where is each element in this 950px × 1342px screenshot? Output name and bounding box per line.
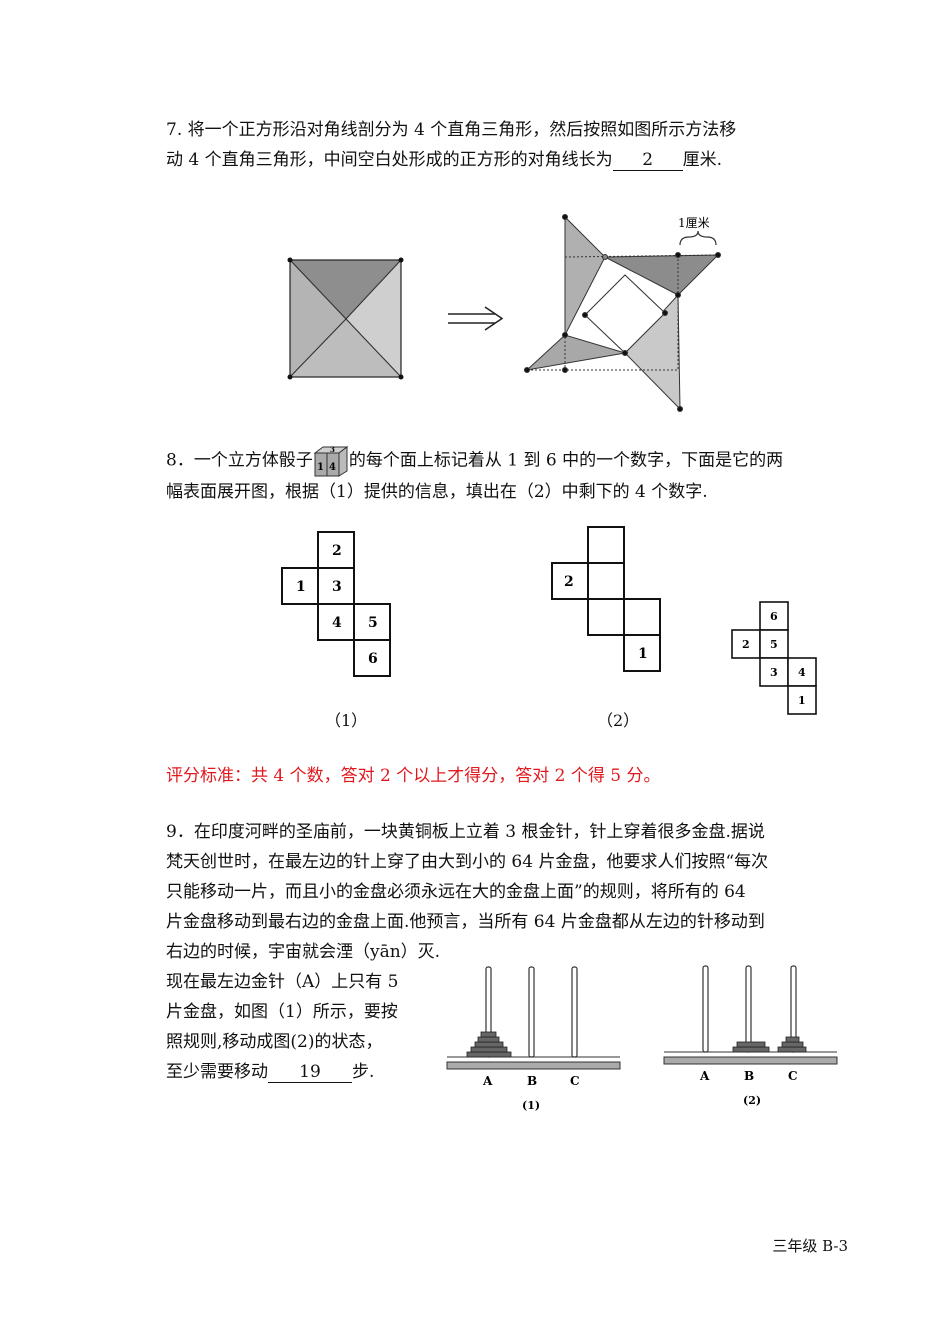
die-icon: 1 4 3 bbox=[313, 445, 349, 477]
svg-text:1: 1 bbox=[317, 462, 324, 473]
q9-last-pre: 至少需要移动 bbox=[166, 1062, 268, 1082]
svg-text:A: A bbox=[699, 1069, 710, 1083]
q7-pinwheel bbox=[524, 214, 721, 412]
net2-cell: 1 bbox=[638, 646, 648, 662]
q9-line: 只能移动一片，而且小的金盘必须永远在大的金盘上面”的规则，将所有的 64 bbox=[166, 882, 746, 902]
q7-brace bbox=[679, 230, 717, 246]
answer-cell: 3 bbox=[770, 666, 778, 679]
svg-text:A: A bbox=[482, 1074, 493, 1088]
svg-text:4: 4 bbox=[329, 462, 336, 473]
net1-cell: 4 bbox=[332, 615, 342, 631]
svg-text:C: C bbox=[788, 1069, 798, 1083]
q7-answer-blank: 2 bbox=[612, 150, 683, 171]
q9-line: 右边的时候，宇宙就会湮（yān）灭. bbox=[166, 942, 441, 962]
net1-cell: 3 bbox=[332, 579, 342, 595]
q7-line2-post: 厘米. bbox=[682, 150, 723, 170]
q7-figure: 1厘米 bbox=[287, 214, 721, 412]
q7-label-1cm: 1厘米 bbox=[678, 216, 710, 230]
hanoi-fig1: A B C (1) bbox=[446, 966, 621, 1112]
q9-line: 9．在印度河畔的圣庙前，一块黄铜板上立着 3 根金针，针上穿着很多金盘.据说 bbox=[166, 822, 765, 842]
page-footer: 三年级 B-3 bbox=[772, 1237, 848, 1255]
caption-1: （1） bbox=[325, 711, 368, 730]
q8-line1: 8．一个立方体骰子 1 4 3 的每个面上标记着从 1 到 6 中的一个数字，下… bbox=[166, 445, 783, 477]
q8-line2: 幅表面展开图，根据（1）提供的信息，填出在（2）中剩下的 4 个数字. bbox=[166, 482, 708, 502]
svg-text:B: B bbox=[527, 1074, 537, 1088]
svg-text:C: C bbox=[570, 1074, 580, 1088]
caption-2: （2） bbox=[597, 711, 640, 730]
q9-left-line: 现在最左边金针（A）上只有 5 bbox=[166, 972, 399, 992]
q9-left-line: 片金盘，如图（1）所示，要按 bbox=[166, 1002, 398, 1022]
hanoi-fig2-caption: (2) bbox=[743, 1094, 761, 1107]
net2-cell: 2 bbox=[564, 574, 574, 590]
net1-cell: 1 bbox=[296, 579, 306, 595]
net2: 2 1 bbox=[551, 526, 661, 672]
net1-cell: 2 bbox=[332, 543, 342, 559]
hanoi-fig1-caption: (1) bbox=[522, 1099, 540, 1112]
net1-cell: 6 bbox=[368, 651, 378, 667]
q7-line1: 7. 将一个正方形沿对角线剖分为 4 个直角三角形，然后按照如图所示方法移 bbox=[166, 120, 737, 140]
net1: 2 1 3 4 5 6 bbox=[281, 531, 391, 677]
hanoi-fig1-disks bbox=[466, 1031, 512, 1058]
svg-text:B: B bbox=[744, 1069, 754, 1083]
answer-cell: 2 bbox=[742, 638, 750, 651]
answer-cell: 5 bbox=[770, 638, 778, 651]
q8-line1-pre: 8．一个立方体骰子 bbox=[166, 450, 313, 471]
net1-cell: 5 bbox=[368, 615, 378, 631]
scoring-note: 评分标准：共 4 个数，答对 2 个以上才得分，答对 2 个得 5 分。 bbox=[166, 766, 661, 786]
q9-line: 梵天创世时，在最左边的针上穿了由大到小的 64 片金盘，他要求人们按照“每次 bbox=[166, 852, 769, 872]
q9-last-post: 步. bbox=[352, 1062, 375, 1082]
answer-cell: 6 bbox=[770, 610, 778, 623]
answer-cell: 4 bbox=[798, 666, 806, 679]
q9-left-line: 照规则,移动成图(2)的状态， bbox=[166, 1032, 383, 1052]
hanoi-fig2-disks bbox=[732, 1036, 807, 1053]
q8-line1-post: 的每个面上标记着从 1 到 6 中的一个数字，下面是它的两 bbox=[348, 450, 784, 471]
hanoi-fig2: A B C (2) bbox=[663, 965, 838, 1107]
answer-net: 6 2 5 3 4 1 bbox=[731, 601, 817, 715]
q9-line: 片金盘移动到最右边的金盘上面.他预言，当所有 64 片金盘都从左边的针移动到 bbox=[166, 912, 765, 932]
q7-line2-pre: 动 4 个直角三角形，中间空白处形成的正方形的对角线长为 bbox=[166, 150, 613, 170]
q7-arrow bbox=[448, 306, 504, 331]
svg-text:3: 3 bbox=[330, 445, 335, 454]
q7-square bbox=[287, 257, 404, 380]
q9-answer-blank: 19 bbox=[268, 1062, 352, 1083]
answer-cell: 1 bbox=[798, 694, 806, 707]
